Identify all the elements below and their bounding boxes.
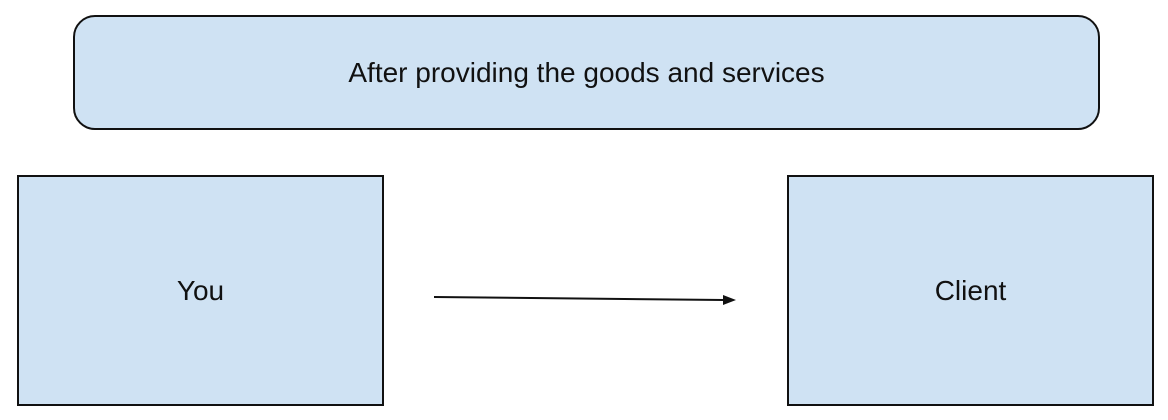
- you-box: You: [17, 175, 384, 406]
- banner-text: After providing the goods and services: [348, 56, 825, 88]
- banner-box: After providing the goods and services: [73, 15, 1100, 130]
- arrow-line: [433, 296, 725, 301]
- arrow-head: [723, 295, 736, 305]
- client-box: Client: [787, 175, 1154, 406]
- you-label: You: [176, 274, 225, 306]
- arrow-you-to-client: [433, 295, 736, 305]
- client-label: Client: [934, 274, 1007, 306]
